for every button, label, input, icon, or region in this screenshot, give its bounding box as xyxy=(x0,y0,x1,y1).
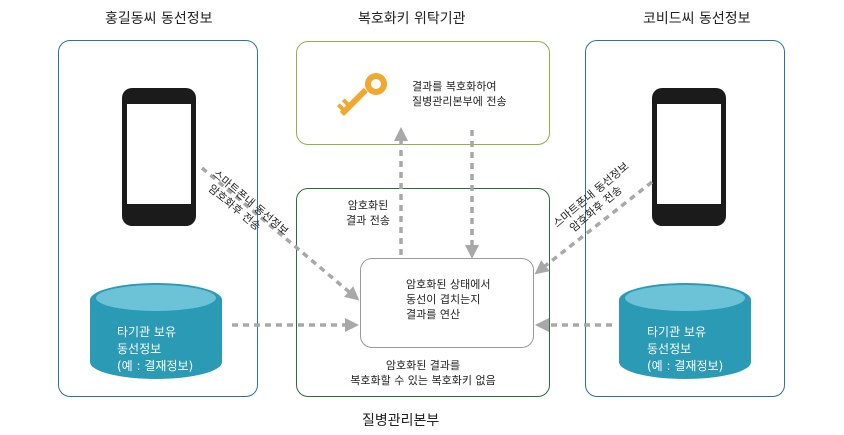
decryption-agency-panel xyxy=(296,41,550,145)
left-database-icon xyxy=(90,283,222,379)
right-database-icon xyxy=(619,283,751,379)
right-smartphone-icon xyxy=(652,88,726,226)
right-person-title: 코비드씨 동선정보 xyxy=(643,11,751,27)
kdca-title: 질병관리본부 xyxy=(362,413,440,429)
kdca-panel xyxy=(296,188,550,397)
right-db-text: 타기관 보유 동선정보 (예 : 결재정보) xyxy=(647,325,724,373)
left-smartphone-icon xyxy=(122,88,196,226)
encrypted-result-label: 암호화된 결과 전송 xyxy=(346,199,390,227)
left-phone-to-compute-arrow xyxy=(200,166,360,301)
compute-box xyxy=(360,258,534,348)
left-person-panel xyxy=(58,40,258,397)
right-person-panel xyxy=(585,40,785,397)
no-key-note: 암호화된 결과를 복호화할 수 있는 복호화키 없음 xyxy=(350,359,496,387)
right-arrow-label: 스마트폰내 동선정보 암호화후 전송 xyxy=(551,157,643,241)
left-db-text: 타기관 보유 동선정보 (예 : 결재정보) xyxy=(117,325,194,373)
decryption-agency-title: 복호화키 위탁기관 xyxy=(358,11,466,27)
key-icon xyxy=(336,73,387,116)
left-person-title: 홍길동씨 동선정보 xyxy=(105,11,213,27)
left-arrow-label: 스마트폰내 동선정보 암호화후 전송 xyxy=(201,167,293,251)
right-phone-to-compute-arrow xyxy=(534,180,654,275)
decryption-note: 결과를 복호화하여 질병관리본부에 전송 xyxy=(412,80,507,108)
compute-text: 암호화된 상태에서 동선이 겹치는지 결과를 연산 xyxy=(406,278,491,321)
